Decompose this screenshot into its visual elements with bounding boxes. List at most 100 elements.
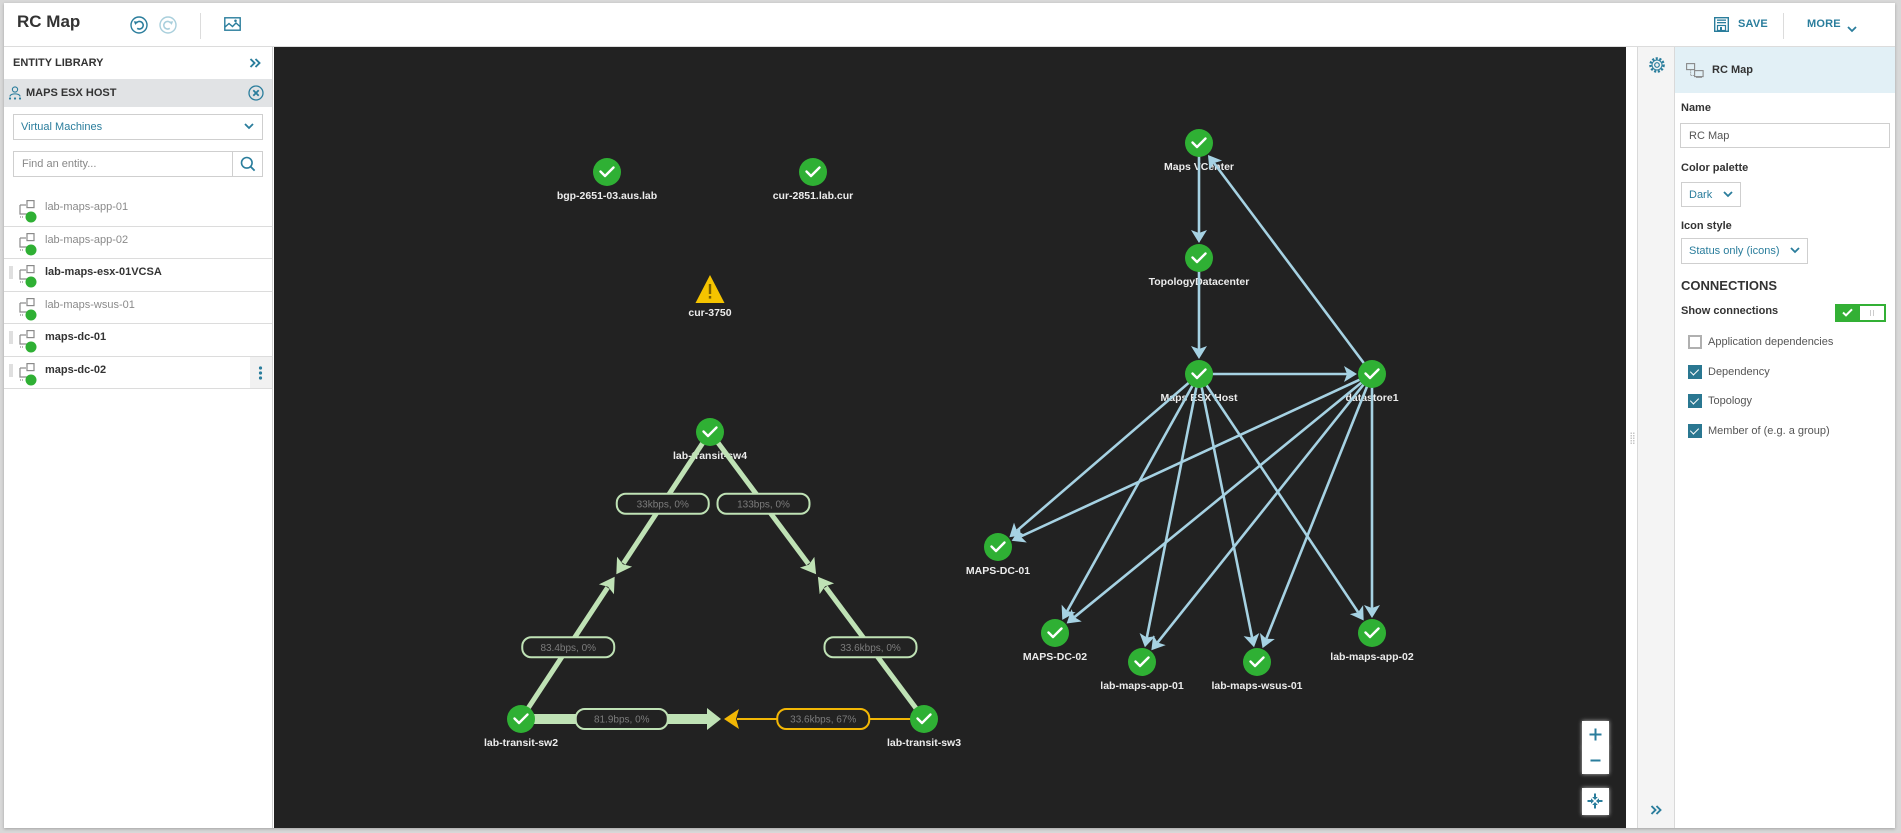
show-connections-toggle[interactable] xyxy=(1835,304,1886,322)
map-node[interactable] xyxy=(1358,360,1386,388)
map-node[interactable] xyxy=(1041,619,1069,647)
search-icon xyxy=(240,156,256,172)
status-up-icon xyxy=(507,705,535,733)
map-node[interactable] xyxy=(984,533,1012,561)
minus-icon xyxy=(1590,759,1601,762)
drag-handle-icon[interactable] xyxy=(9,363,13,377)
map-node[interactable] xyxy=(799,158,827,186)
checkbox[interactable] xyxy=(1688,394,1702,408)
more-button[interactable]: MORE xyxy=(1807,18,1841,30)
arrowhead-icon xyxy=(1191,346,1207,359)
dependency-edge[interactable] xyxy=(1207,155,1374,375)
entity-list-item[interactable]: lab-maps-app-02 xyxy=(4,227,272,259)
checkbox-label: Member of (e.g. a group) xyxy=(1708,425,1830,437)
dependency-edge[interactable] xyxy=(1259,373,1374,649)
map-node[interactable] xyxy=(1185,244,1213,272)
icon-style-select[interactable]: Status only (icons) xyxy=(1681,238,1808,264)
entity-search-input[interactable] xyxy=(14,152,233,176)
entity-list-item[interactable]: maps-dc-01 xyxy=(4,324,272,357)
map-node[interactable] xyxy=(1185,360,1213,388)
zoom-in-button[interactable] xyxy=(1582,721,1609,748)
checkbox[interactable] xyxy=(1688,335,1702,349)
dependency-edge[interactable] xyxy=(1009,373,1200,538)
dependency-edge[interactable] xyxy=(1011,372,1373,543)
drag-handle-icon[interactable] xyxy=(9,266,13,279)
arrowhead-icon xyxy=(1349,605,1364,621)
dependency-edge[interactable] xyxy=(1066,372,1373,624)
map-node[interactable] xyxy=(695,275,725,303)
fit-to-screen-button[interactable] xyxy=(1582,788,1609,815)
map-node[interactable] xyxy=(910,705,938,733)
dependency-edge[interactable] xyxy=(1139,373,1201,648)
link-traffic-label[interactable]: 33.6kbps, 67% xyxy=(776,708,871,730)
map-node[interactable] xyxy=(696,418,724,446)
undo-icon[interactable] xyxy=(130,16,148,39)
image-icon[interactable] xyxy=(224,17,241,36)
color-palette-select[interactable]: Dark xyxy=(1681,182,1741,207)
collapse-panel-icon[interactable] xyxy=(249,56,265,70)
arrowhead-icon xyxy=(1066,609,1082,624)
entity-name: lab-maps-app-02 xyxy=(45,233,129,246)
dependency-edge[interactable] xyxy=(1061,373,1201,620)
map-node[interactable] xyxy=(1358,619,1386,647)
status-up-icon xyxy=(1358,360,1386,388)
link-traffic-text: 33kbps, 0% xyxy=(637,499,689,510)
dependency-edge[interactable] xyxy=(1199,366,1357,382)
map-node[interactable] xyxy=(1128,648,1156,676)
panel-resize-handle[interactable] xyxy=(1630,432,1635,444)
drag-handle-icon[interactable] xyxy=(9,331,13,344)
link-traffic-label[interactable]: 83.4bps, 0% xyxy=(521,636,616,659)
gear-icon[interactable] xyxy=(1648,56,1666,79)
status-up-icon xyxy=(984,533,1012,561)
exclamation-dot xyxy=(708,296,712,299)
entity-list-item[interactable]: lab-maps-esx-01VCSA xyxy=(4,259,272,292)
map-node[interactable] xyxy=(507,705,535,733)
edge-line[interactable] xyxy=(1016,373,1200,532)
link-traffic-label[interactable]: 33kbps, 0% xyxy=(615,492,710,515)
arrowhead-icon xyxy=(1364,605,1380,618)
item-menu-button[interactable] xyxy=(250,356,272,388)
entity-list-item[interactable]: lab-maps-wsus-01 xyxy=(4,292,272,324)
checkbox[interactable] xyxy=(1688,365,1702,379)
link-traffic-label[interactable]: 133bps, 0% xyxy=(716,492,811,515)
dependency-edge[interactable] xyxy=(1197,373,1260,648)
link-traffic-label[interactable]: 33.6kbps, 0% xyxy=(823,636,918,659)
map-node[interactable] xyxy=(1243,648,1271,676)
map-node[interactable] xyxy=(593,158,621,186)
redo-icon[interactable] xyxy=(159,16,177,39)
edge-line[interactable] xyxy=(1020,372,1373,538)
map-node[interactable] xyxy=(1185,129,1213,157)
dependency-edge[interactable] xyxy=(1364,374,1380,618)
edge-line[interactable] xyxy=(1197,373,1360,613)
check-icon xyxy=(1364,368,1380,380)
link-traffic-label[interactable]: 81.9bps, 0% xyxy=(574,708,669,730)
edge-line[interactable] xyxy=(1145,373,1201,638)
search-button[interactable] xyxy=(232,152,262,176)
dependency-edge[interactable] xyxy=(1151,373,1374,651)
arrowhead-icon xyxy=(598,576,615,595)
edge-line[interactable] xyxy=(1073,372,1373,619)
settings-strip xyxy=(1637,47,1675,828)
save-icon[interactable] xyxy=(1713,16,1730,37)
entity-type-select[interactable]: Virtual Machines xyxy=(13,114,263,140)
expand-panel-icon[interactable] xyxy=(1650,803,1662,821)
dependency-edge[interactable] xyxy=(1197,373,1364,621)
edge-line[interactable] xyxy=(1265,373,1374,640)
chevron-down-icon[interactable] xyxy=(1847,20,1857,38)
checkbox[interactable] xyxy=(1688,424,1702,438)
entity-list-item[interactable]: lab-maps-app-01 xyxy=(4,194,272,227)
dependency-edge[interactable] xyxy=(1191,258,1207,359)
dependency-edge[interactable] xyxy=(1191,143,1207,243)
save-button[interactable]: SAVE xyxy=(1738,18,1768,30)
edge-line[interactable] xyxy=(1066,373,1201,612)
entity-list-item[interactable]: maps-dc-02 xyxy=(4,356,272,389)
close-icon[interactable] xyxy=(248,85,264,106)
label-box xyxy=(574,708,669,730)
map-name-input[interactable] xyxy=(1680,123,1890,148)
zoom-out-button[interactable] xyxy=(1582,747,1609,774)
edge-line[interactable] xyxy=(1156,373,1374,644)
edge-line[interactable] xyxy=(1212,162,1374,375)
edge-line[interactable] xyxy=(1197,373,1254,638)
